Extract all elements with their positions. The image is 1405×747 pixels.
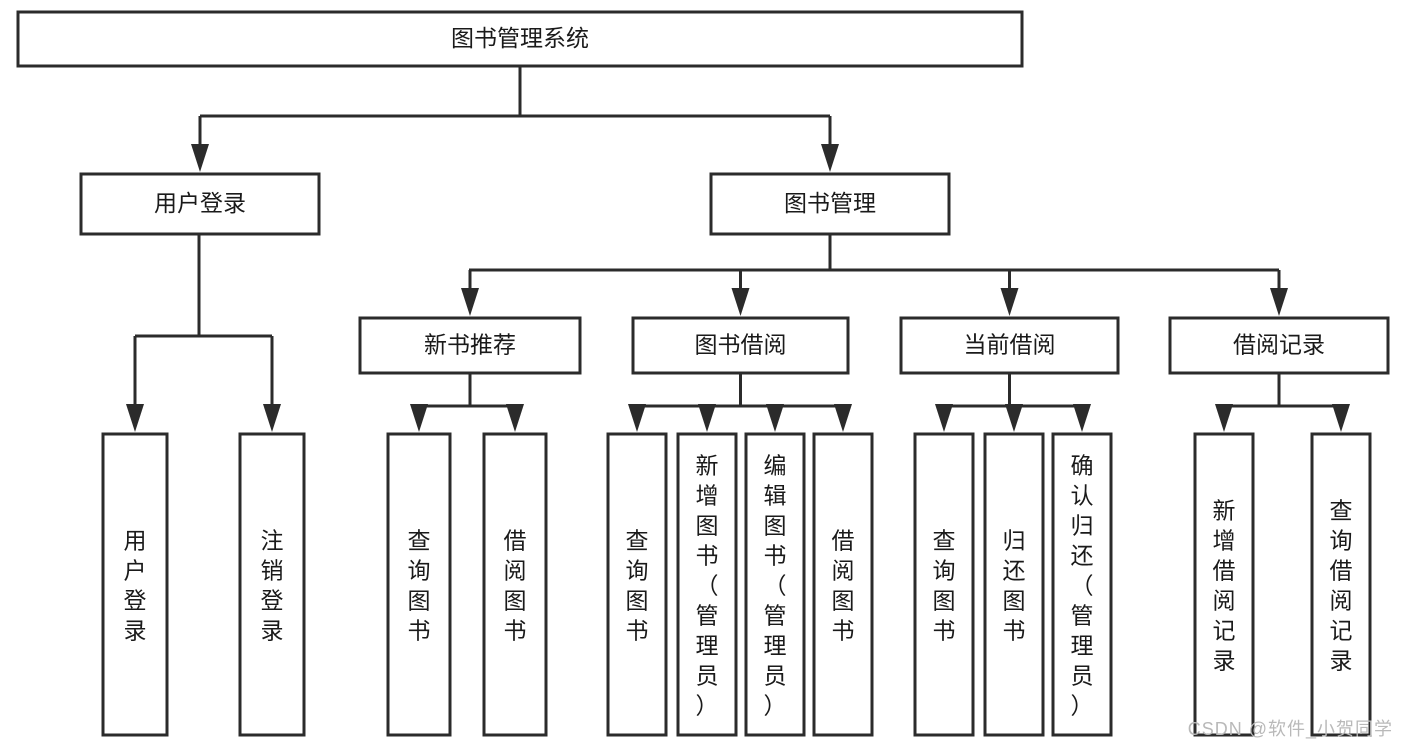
node-box-root xyxy=(16,10,1024,68)
node-label-user-login: 用户登录 xyxy=(154,190,246,216)
node-leaf-return-book[interactable]: 归还图书 xyxy=(983,432,1045,737)
node-leaf-query-borrow-record[interactable]: 查询借阅记录 xyxy=(1310,432,1372,737)
node-current-borrow[interactable]: 当前借阅 xyxy=(899,316,1120,375)
node-root[interactable]: 图书管理系统 xyxy=(16,10,1024,68)
node-box-new-book-recommend xyxy=(358,316,582,375)
node-label-leaf-borrow-book: 借阅图书 xyxy=(832,528,855,644)
node-box-leaf-add-book-admin xyxy=(676,432,738,737)
arrow-to-leaf-borrow-book-rec xyxy=(506,404,524,432)
arrow-to-leaf-logout xyxy=(263,404,281,432)
node-leaf-query-book-cur[interactable]: 查询图书 xyxy=(913,432,975,737)
node-leaf-add-borrow-record[interactable]: 新增借阅记录 xyxy=(1193,432,1255,737)
node-box-leaf-borrow-book-rec xyxy=(482,432,548,737)
node-label-new-book-recommend: 新书推荐 xyxy=(424,332,516,358)
node-label-leaf-query-book-rec: 查询图书 xyxy=(408,528,431,644)
arrow-to-leaf-query-book-rec xyxy=(410,404,428,432)
node-label-book-manage: 图书管理 xyxy=(784,190,876,216)
node-leaf-query-book-rec[interactable]: 查询图书 xyxy=(386,432,452,737)
node-box-book-manage xyxy=(709,172,951,236)
node-leaf-confirm-return-admin[interactable]: 确认归还（管理员） xyxy=(1051,432,1113,737)
arrow-to-leaf-add-book-admin xyxy=(698,404,716,432)
node-label-borrow-record: 借阅记录 xyxy=(1233,332,1325,358)
node-label-leaf-logout: 注销登录 xyxy=(261,528,284,644)
arrow-to-user-login xyxy=(191,144,209,172)
arrow-to-leaf-confirm-return-admin xyxy=(1073,404,1091,432)
node-leaf-edit-book-admin[interactable]: 编辑图书（管理员） xyxy=(744,432,806,737)
node-leaf-borrow-book-rec[interactable]: 借阅图书 xyxy=(482,432,548,737)
node-label-book-borrow: 图书借阅 xyxy=(695,332,787,358)
node-box-leaf-query-book-cur xyxy=(913,432,975,737)
node-book-borrow[interactable]: 图书借阅 xyxy=(631,316,850,375)
arrow-to-leaf-query-book-cur xyxy=(935,404,953,432)
arrow-to-leaf-borrow-book xyxy=(834,404,852,432)
node-label-leaf-borrow-book-rec: 借阅图书 xyxy=(504,528,527,644)
node-leaf-user-login[interactable]: 用户登录 xyxy=(101,432,169,737)
arrow-to-leaf-edit-book-admin xyxy=(766,404,784,432)
node-label-leaf-return-book: 归还图书 xyxy=(1003,528,1026,644)
arrow-to-current-borrow xyxy=(1000,288,1019,316)
arrow-to-book-borrow xyxy=(731,288,750,316)
arrow-to-leaf-query-book-borrow xyxy=(628,404,646,432)
node-layer: 图书管理系统用户登录图书管理新书推荐图书借阅当前借阅借阅记录用户登录注销登录查询… xyxy=(16,10,1390,737)
node-leaf-add-book-admin[interactable]: 新增图书（管理员） xyxy=(676,432,738,737)
node-box-borrow-record xyxy=(1168,316,1390,375)
node-leaf-query-book-borrow[interactable]: 查询图书 xyxy=(606,432,668,737)
node-box-leaf-confirm-return-admin xyxy=(1051,432,1113,737)
node-label-leaf-confirm-return-admin: 确认归还（管理员） xyxy=(1071,453,1094,719)
arrow-to-leaf-user-login xyxy=(126,404,144,432)
node-leaf-borrow-book[interactable]: 借阅图书 xyxy=(812,432,874,737)
node-box-leaf-borrow-book xyxy=(812,432,874,737)
node-borrow-record[interactable]: 借阅记录 xyxy=(1168,316,1390,375)
node-label-leaf-edit-book-admin: 编辑图书（管理员） xyxy=(764,453,787,719)
node-box-user-login xyxy=(79,172,321,236)
connector-layer xyxy=(126,66,1350,432)
node-label-leaf-query-book-borrow: 查询图书 xyxy=(626,528,649,644)
arrow-to-book-manage xyxy=(821,144,839,172)
arrow-to-leaf-return-book xyxy=(1005,404,1023,432)
arrow-to-new-book-recommend xyxy=(461,288,479,316)
arrow-to-borrow-record xyxy=(1270,288,1288,316)
node-box-leaf-edit-book-admin xyxy=(744,432,806,737)
node-box-leaf-return-book xyxy=(983,432,1045,737)
node-box-leaf-logout xyxy=(238,432,306,737)
node-new-book-recommend[interactable]: 新书推荐 xyxy=(358,316,582,375)
node-label-leaf-query-borrow-record: 查询借阅记录 xyxy=(1330,498,1353,674)
node-label-leaf-query-book-cur: 查询图书 xyxy=(933,528,956,644)
node-box-leaf-query-book-borrow xyxy=(606,432,668,737)
node-label-leaf-add-book-admin: 新增图书（管理员） xyxy=(696,453,719,719)
node-leaf-logout[interactable]: 注销登录 xyxy=(238,432,306,737)
node-box-leaf-query-borrow-record xyxy=(1310,432,1372,737)
node-box-current-borrow xyxy=(899,316,1120,375)
node-box-leaf-user-login xyxy=(101,432,169,737)
node-label-leaf-user-login: 用户登录 xyxy=(124,528,147,644)
arrow-to-leaf-add-borrow-record xyxy=(1215,404,1233,432)
node-label-root: 图书管理系统 xyxy=(451,25,589,51)
node-box-leaf-add-borrow-record xyxy=(1193,432,1255,737)
node-label-current-borrow: 当前借阅 xyxy=(964,332,1056,358)
node-box-leaf-query-book-rec xyxy=(386,432,452,737)
node-box-book-borrow xyxy=(631,316,850,375)
node-book-manage[interactable]: 图书管理 xyxy=(709,172,951,236)
arrow-to-leaf-query-borrow-record xyxy=(1332,404,1350,432)
node-user-login[interactable]: 用户登录 xyxy=(79,172,321,236)
node-label-leaf-add-borrow-record: 新增借阅记录 xyxy=(1213,498,1236,674)
